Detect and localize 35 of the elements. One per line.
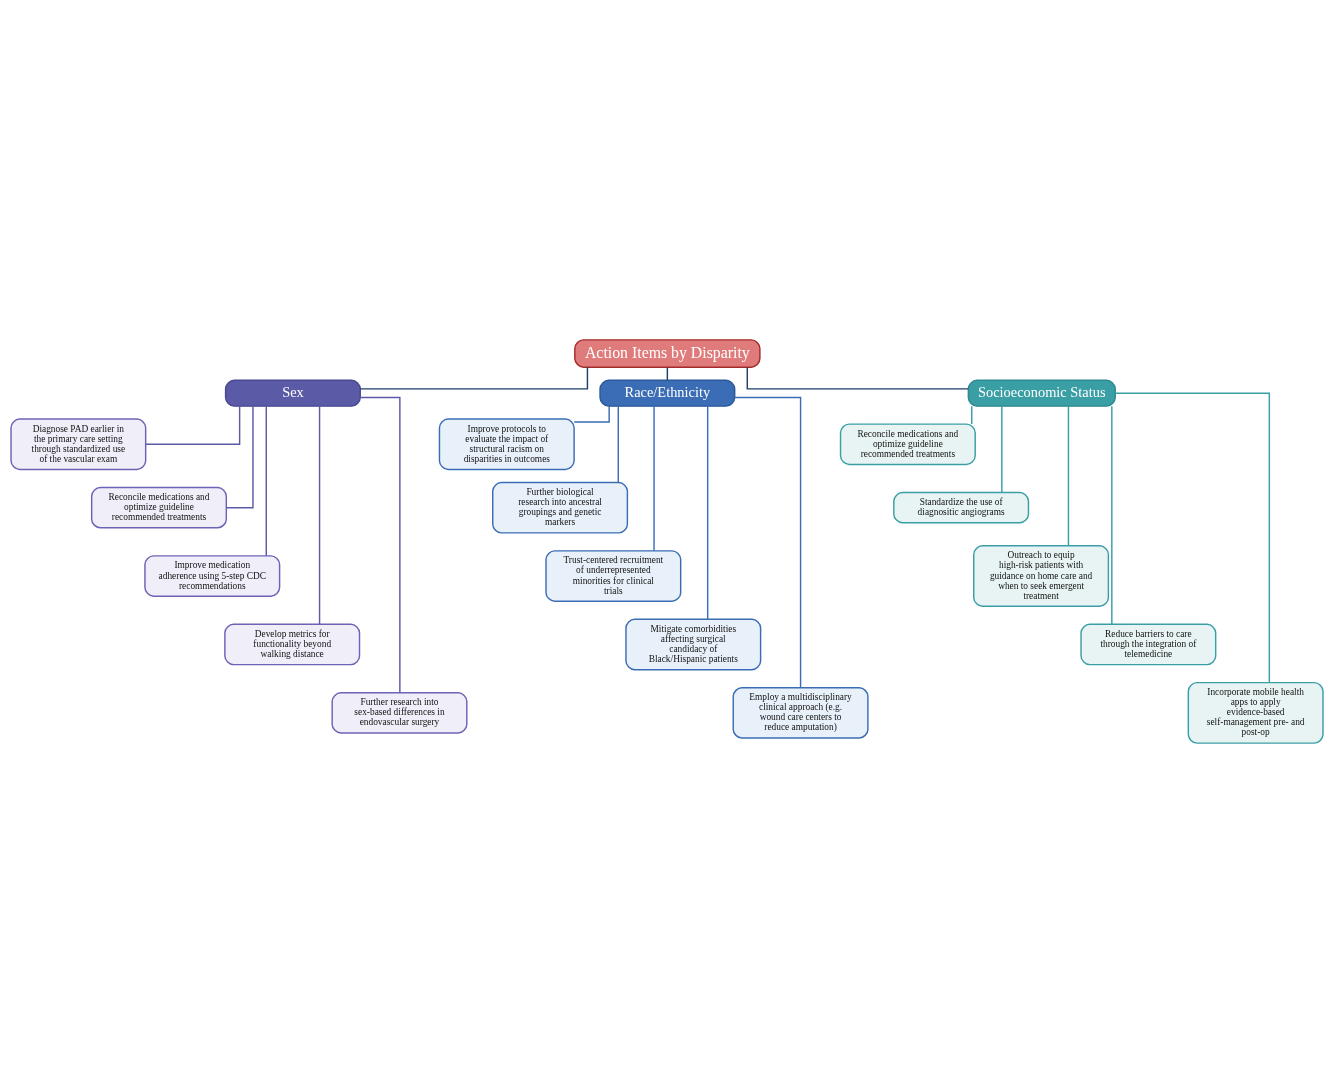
connector bbox=[1067, 405, 1070, 547]
connector bbox=[706, 405, 709, 620]
connector bbox=[359, 366, 589, 390]
node-box: Outreach to equip high-risk patients with guidance on home care and when to seek emergent treatment bbox=[973, 545, 1110, 608]
node-box: Further biological research into ancestral groupings and genetic markers bbox=[492, 481, 629, 534]
connector bbox=[617, 405, 619, 484]
connector bbox=[145, 405, 241, 445]
node-box: Diagnose PAD earlier in the primary care setting through standardized use of the vascular exam bbox=[10, 418, 147, 471]
connector bbox=[746, 366, 969, 390]
node-box: Trust-centered recruitment of underrepresented minorities for clinical trials bbox=[545, 550, 682, 602]
node-box: Develop metrics for functionality beyond walking distance bbox=[224, 623, 361, 666]
node-box: Standardize the use of diagnositic angiograms bbox=[893, 491, 1030, 524]
node-box: Reconcile medications and optimize guideline recommended treatments bbox=[839, 423, 976, 466]
node-box: Reduce barriers to care through the integration of telemedicine bbox=[1080, 623, 1217, 666]
node-box: Improve protocols to evaluate the impact of structural racism on disparities in outcomes bbox=[438, 418, 575, 471]
node-box: Incorporate mobile health apps to apply evidence-based self-management pre- and post-op bbox=[1187, 681, 1324, 744]
node-box: Race/Ethnicity bbox=[599, 379, 736, 407]
node-box: Reconcile medications and optimize guideline recommended treatments bbox=[90, 486, 228, 529]
connector bbox=[1111, 405, 1113, 625]
connector bbox=[359, 396, 401, 694]
node-box: Mitigate comorbidities affecting surgical candidacy of Black/Hispanic patients bbox=[625, 618, 762, 671]
connector bbox=[1001, 405, 1003, 494]
connector bbox=[318, 405, 321, 625]
node-box: Action Items by Disparity bbox=[574, 339, 761, 368]
connector bbox=[1114, 392, 1271, 684]
node-box: Employ a multidisciplinary clinical approach (e.g. wound care centers to reduce amputation) bbox=[732, 686, 869, 739]
node-box: Further research into sex-based differences in endovascular surgery bbox=[331, 692, 468, 734]
node-box: Sex bbox=[224, 379, 361, 407]
connector bbox=[225, 405, 254, 509]
connector bbox=[265, 405, 267, 557]
connector bbox=[653, 405, 655, 552]
node-box: Improve medication adherence using 5-step CDC recommendations bbox=[144, 555, 281, 597]
connector bbox=[734, 396, 802, 689]
node-box: Socioeconomic Status bbox=[967, 379, 1116, 407]
connector bbox=[573, 405, 610, 423]
